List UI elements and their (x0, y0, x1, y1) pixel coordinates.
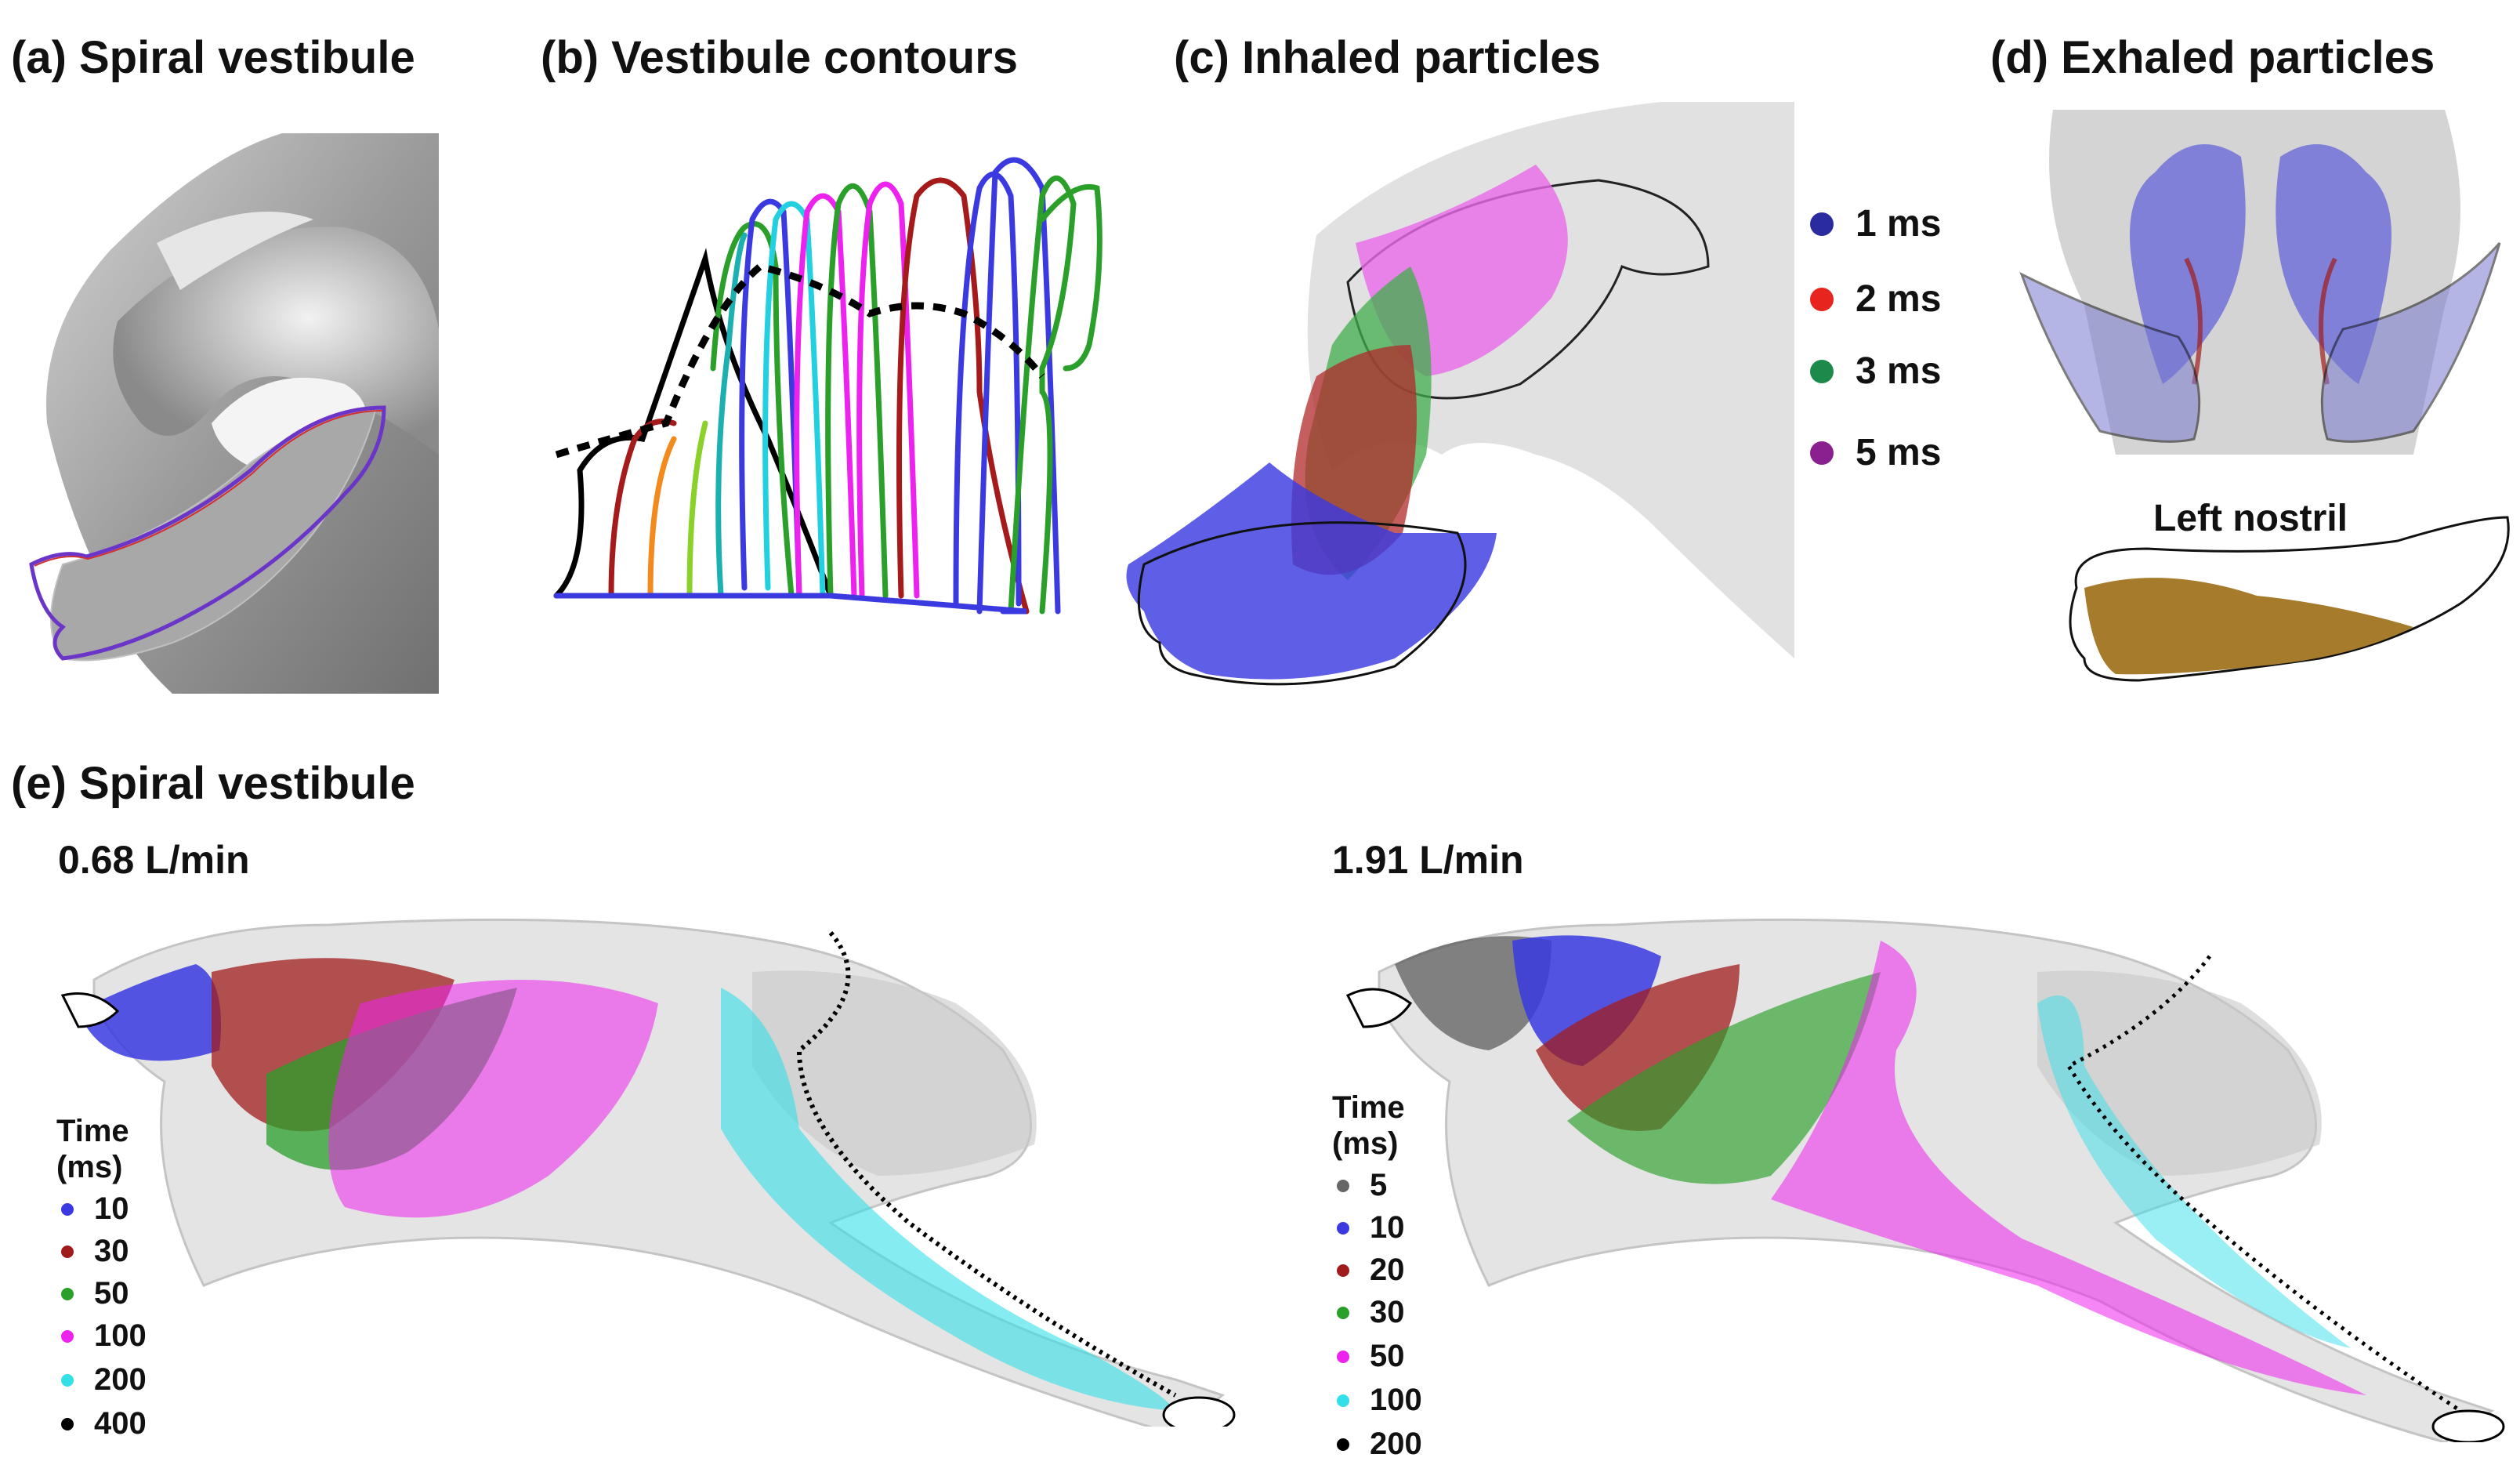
legend-left-title: Time(ms) (56, 1114, 129, 1184)
panel-e-title: (e) Spiral vestibule (11, 758, 415, 809)
legend-right-dot-2 (1337, 1221, 1349, 1235)
legend-left-label-5: 200 (94, 1362, 147, 1397)
legend-left-dot-2 (61, 1245, 74, 1258)
legend-c-item-3: 3 ms (1810, 350, 1941, 393)
legend-right-dot-5 (1337, 1350, 1349, 1363)
panel-c-title: (c) Inhaled particles (1174, 32, 1601, 83)
legend-c-item-1: 1 ms (1810, 202, 1941, 245)
legend-c-dot-1 (1810, 212, 1834, 236)
legend-left-item-5: 200 (61, 1362, 147, 1398)
panel-c-inhaled-render (1126, 102, 1794, 686)
legend-right-label-2: 10 (1370, 1210, 1405, 1245)
legend-left-item-4: 100 (61, 1318, 147, 1354)
panel-a-title: (a) Spiral vestibule (11, 32, 415, 83)
left-nostril-label: Left nostril (2153, 498, 2348, 539)
legend-right-label-3: 20 (1370, 1253, 1405, 1287)
legend-c-dot-2 (1810, 287, 1834, 311)
legend-left-label-1: 10 (94, 1191, 129, 1226)
legend-right-title: Time(ms) (1332, 1090, 1405, 1161)
legend-left-item-6: 400 (61, 1406, 147, 1441)
legend-c-label-4: 5 ms (1856, 432, 1942, 473)
left-airway-render (60, 918, 1236, 1427)
legend-right-item-1: 5 (1337, 1168, 1387, 1203)
legend-left-item-3: 50 (61, 1276, 129, 1311)
legend-right-item-6: 100 (1337, 1383, 1422, 1418)
legend-right-dot-4 (1337, 1306, 1349, 1319)
legend-left-dot-6 (61, 1417, 74, 1430)
legend-c-dot-3 (1810, 359, 1834, 383)
legend-c-dot-4 (1810, 441, 1834, 465)
legend-right-label-5: 50 (1370, 1339, 1405, 1373)
legend-right-label-1: 5 (1370, 1168, 1388, 1202)
panel-d-exhaled-render (2019, 110, 2501, 455)
legend-right-label-7: 200 (1370, 1427, 1422, 1461)
rate-left: 0.68 L/min (58, 838, 250, 882)
legend-c-item-4: 5 ms (1810, 431, 1941, 474)
legend-right-item-3: 20 (1337, 1253, 1405, 1288)
legend-right-dot-3 (1337, 1264, 1349, 1277)
legend-left-dot-5 (61, 1373, 74, 1387)
legend-c-label-3: 3 ms (1856, 350, 1942, 392)
legend-right-label-4: 30 (1370, 1295, 1405, 1329)
legend-right-item-4: 30 (1337, 1295, 1405, 1330)
panel-b-contours (553, 157, 1102, 615)
right-airway-render (1345, 918, 2505, 1442)
legend-right-item-5: 50 (1337, 1339, 1405, 1374)
legend-left-label-4: 100 (94, 1318, 147, 1353)
legend-left-dot-4 (61, 1329, 74, 1343)
legend-left-item-1: 10 (61, 1191, 129, 1227)
panel-a-vestibule-render (29, 133, 439, 694)
panel-d-title: (d) Exhaled particles (1990, 32, 2435, 83)
legend-right-item-2: 10 (1337, 1210, 1405, 1246)
legend-c-item-2: 2 ms (1810, 277, 1941, 321)
left-nostril-outline (2069, 516, 2510, 682)
legend-left-label-2: 30 (94, 1234, 129, 1268)
legend-right-item-7: 200 (1337, 1427, 1422, 1462)
legend-right-label-6: 100 (1370, 1383, 1422, 1417)
panel-b-title: (b) Vestibule contours (541, 32, 1019, 83)
legend-left-dot-1 (61, 1202, 74, 1216)
legend-right-dot-7 (1337, 1438, 1349, 1451)
legend-c-label-1: 1 ms (1856, 203, 1942, 245)
legend-c-label-2: 2 ms (1856, 278, 1942, 320)
legend-right-dot-6 (1337, 1394, 1349, 1407)
legend-left-dot-3 (61, 1287, 74, 1300)
rate-right: 1.91 L/min (1332, 838, 1524, 882)
legend-right-dot-1 (1337, 1179, 1349, 1192)
legend-left-label-6: 400 (94, 1406, 147, 1441)
legend-left-item-2: 30 (61, 1234, 129, 1269)
legend-left-label-3: 50 (94, 1276, 129, 1311)
